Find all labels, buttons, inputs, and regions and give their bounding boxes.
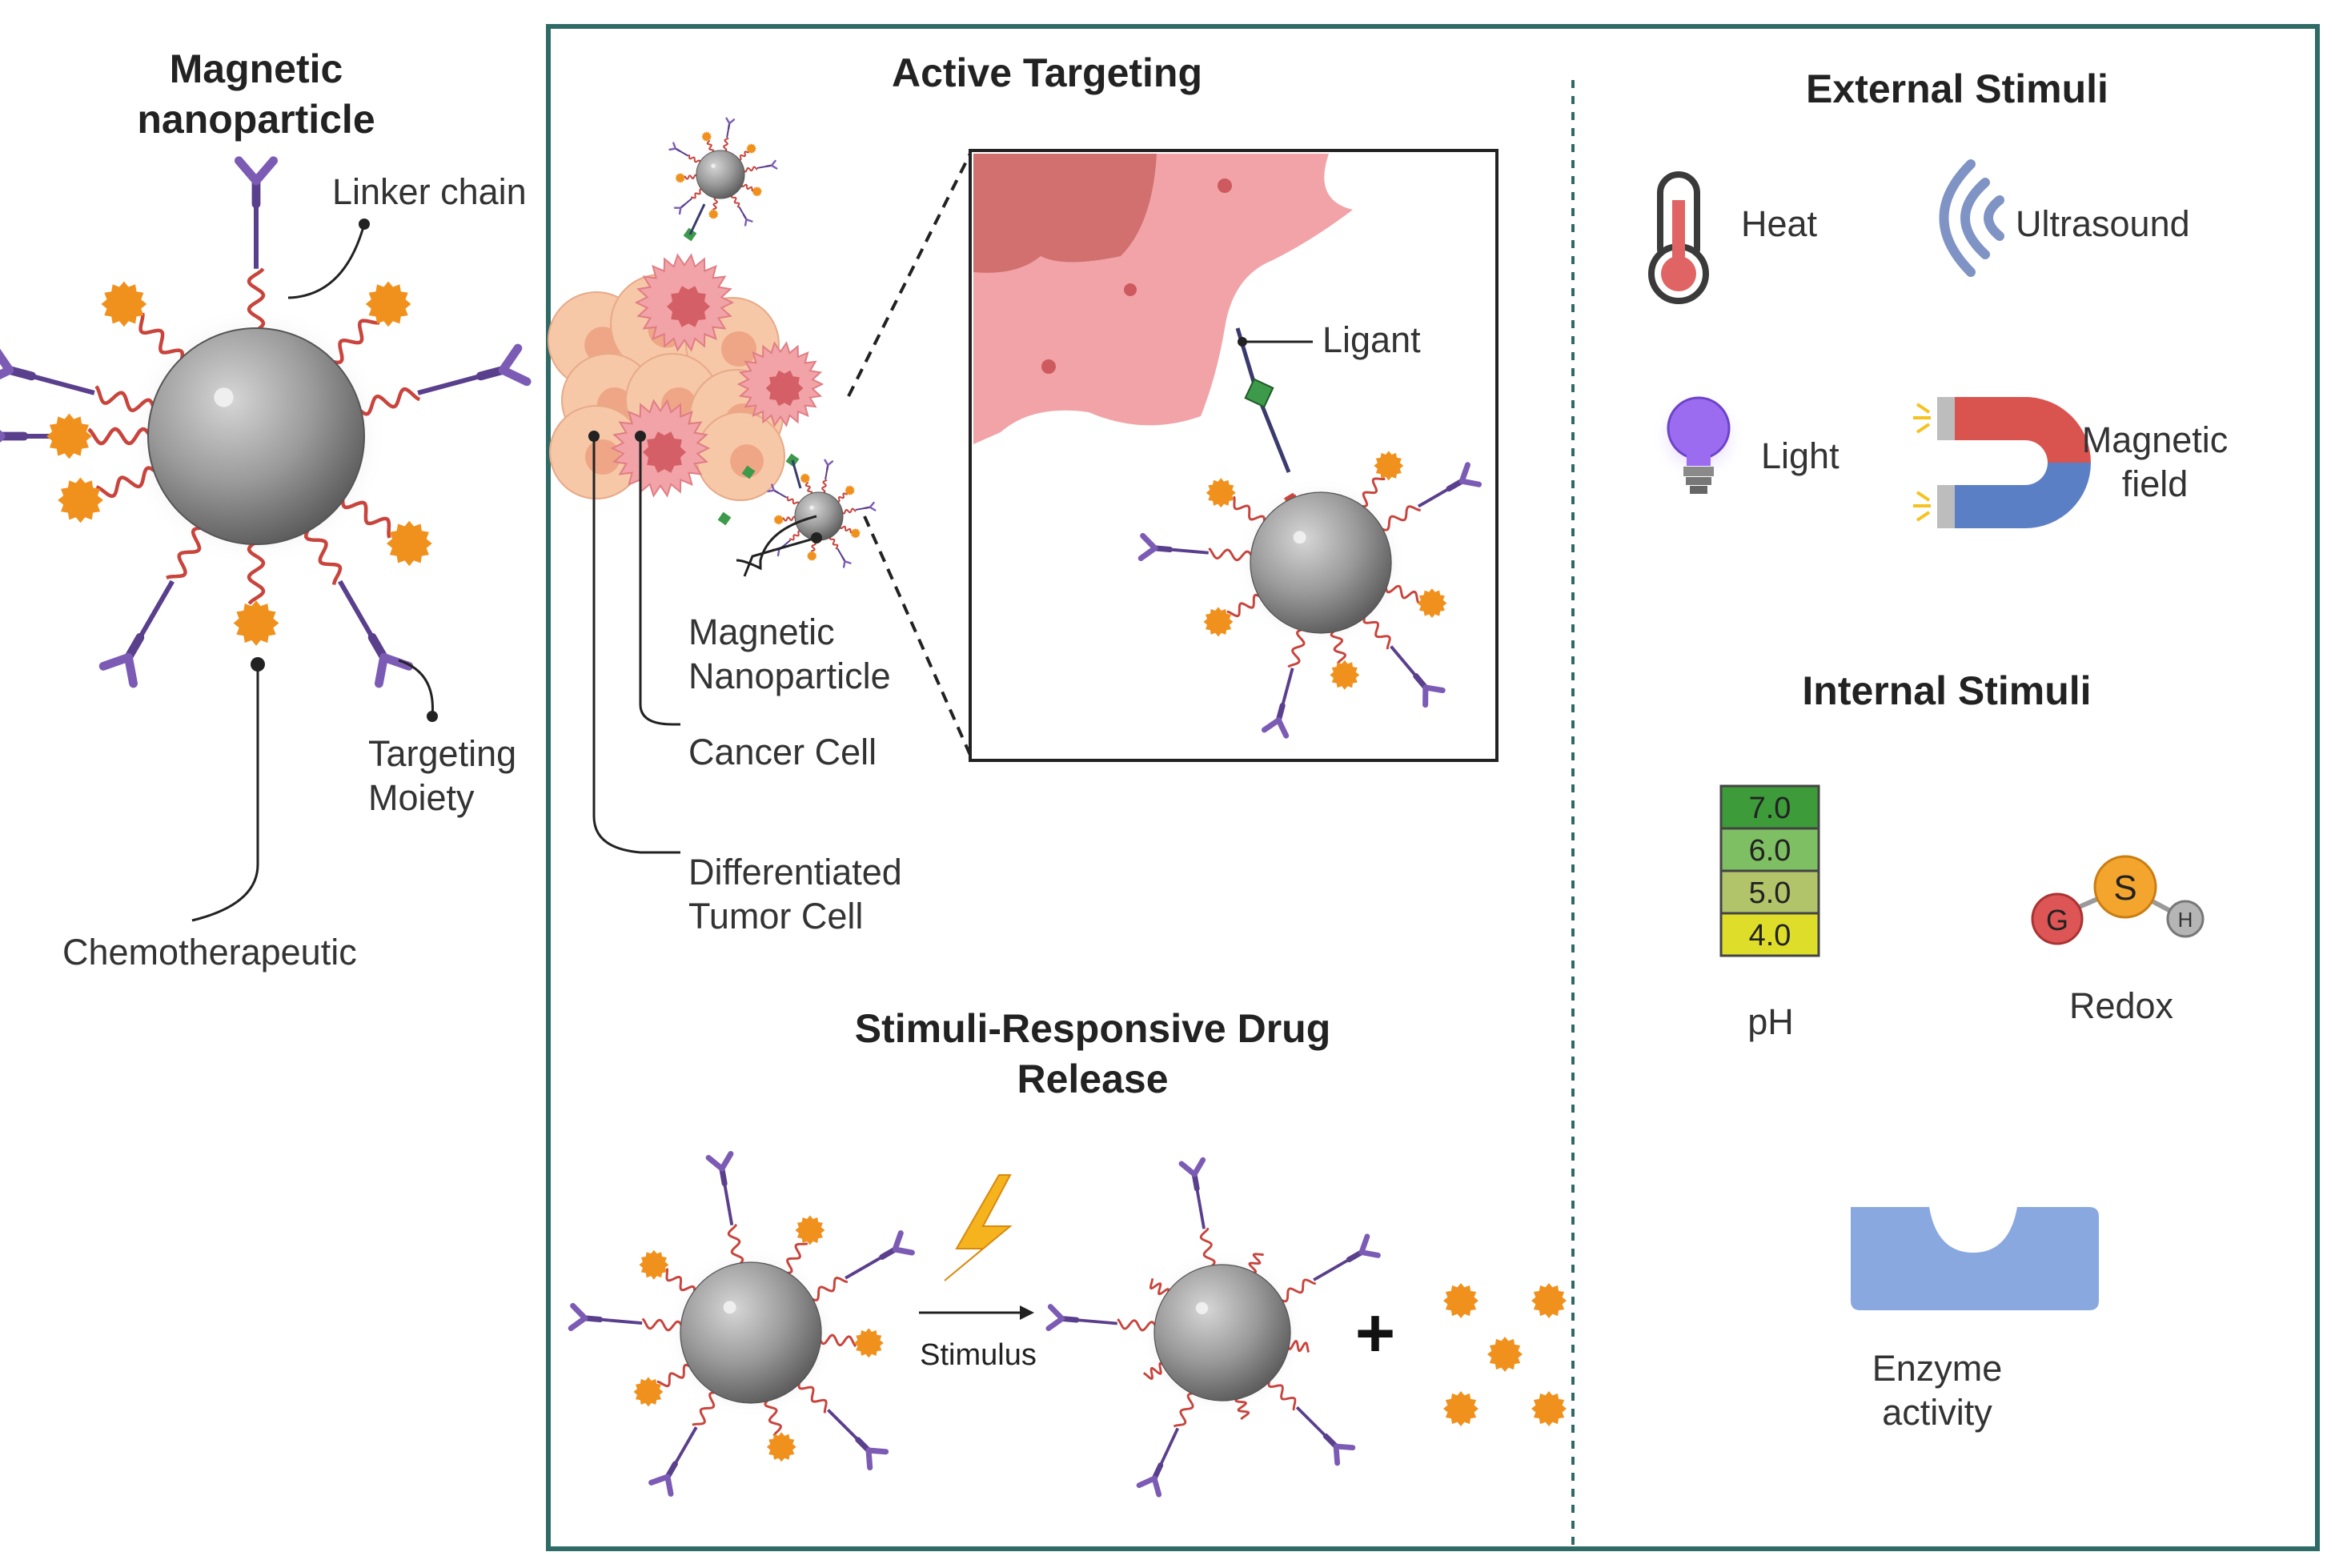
tumor-cell-cluster <box>548 203 824 526</box>
ligant-label: Ligant <box>1322 319 1421 360</box>
heat-label: Heat <box>1741 203 1818 244</box>
cancer-cell-nucleus <box>973 154 1157 273</box>
active-targeting-title: Active Targeting <box>892 50 1202 95</box>
chemotherapeutic-leader-dot <box>251 657 265 672</box>
redox-label: Redox <box>2069 985 2174 1026</box>
linker-chain-leader-dot <box>359 219 370 230</box>
zoom-line-bottom <box>863 515 974 761</box>
targeting-moiety-label-line2: Moiety <box>368 777 475 818</box>
ph-value-5-0: 5.0 <box>1749 876 1791 910</box>
targeting-moiety-leader-dot <box>427 711 438 722</box>
thermometer-icon <box>1648 171 1709 304</box>
cancer-cell-label: Cancer Cell <box>688 732 877 772</box>
ph-value-7-0: 7.0 <box>1749 792 1791 825</box>
enzyme-label-line1: Enzyme <box>1872 1348 2003 1389</box>
ligand-chain <box>1235 327 1291 473</box>
ph-label: pH <box>1747 1001 1794 1042</box>
linker-chain-label: Linker chain <box>332 171 527 212</box>
stimulus-label: Stimulus <box>920 1338 1037 1372</box>
nanoparticle-after-release <box>1045 1157 1381 1498</box>
magnetic-nanoparticle-title-line1: Magnetic <box>170 46 343 91</box>
magnetic-field-label-line2: field <box>2122 463 2189 504</box>
ph-value-4-0: 4.0 <box>1749 919 1791 952</box>
redox-molecule-icon: G S H <box>2031 855 2205 945</box>
magnetic-nanoparticle-leader-line <box>736 515 817 571</box>
external-stimuli-title: External Stimuli <box>1806 66 2108 111</box>
redox-atom-s: S <box>2113 868 2136 908</box>
external-stimuli-section: External Stimuli Heat Ultrasound Light <box>1648 66 2229 528</box>
ph-cell-6-0 <box>1719 827 1820 872</box>
targeting-moiety-label-line1: Targeting <box>368 733 516 774</box>
redox-atom-g: G <box>2046 904 2068 936</box>
nanoparticle-inset <box>1137 451 1482 739</box>
internal-stimuli-section: Internal Stimuli 7.0 6.0 5.0 4.0 pH G S H R… <box>1719 668 2205 1433</box>
main-panel-border <box>546 24 2320 1551</box>
ph-cell-4-0 <box>1719 912 1820 957</box>
ph-value-6-0: 6.0 <box>1749 834 1791 868</box>
vesicle-2 <box>1124 283 1137 296</box>
magnetic-nanoparticle-title-line2: nanoparticle <box>137 97 375 142</box>
magnetic-field-label-line1: Magnetic <box>2082 419 2229 460</box>
vesicle-1 <box>1218 178 1232 193</box>
ligant-leader-dot <box>1238 337 1247 347</box>
nanoparticle-large <box>0 156 532 688</box>
enzyme-icon <box>1851 1207 2099 1310</box>
magnetic-nanoparticle-leader-tail <box>743 536 817 577</box>
differentiated-cell-leader-dot <box>588 431 600 442</box>
enzyme-label-line2: activity <box>1882 1392 1992 1433</box>
magnetic-nanoparticle-panel: Magnetic nanoparticle Linker chain Targe… <box>0 46 532 972</box>
cancer-cell-leader-dot <box>635 431 646 442</box>
ph-scale: 7.0 6.0 5.0 4.0 <box>1719 784 1820 957</box>
plus-sign: + <box>1355 1295 1395 1372</box>
active-targeting-section: Active Targeting Ligant Magnetic Nanopar… <box>548 50 1498 936</box>
magnetic-nanoparticle-label-line1: Magnetic <box>688 612 835 652</box>
internal-stimuli-title: Internal Stimuli <box>1802 668 2091 713</box>
ph-cell-7-0 <box>1719 784 1820 830</box>
ultrasound-label: Ultrasound <box>2016 203 2190 244</box>
zoom-line-top <box>847 153 972 397</box>
nanoparticle-small-top <box>668 117 778 227</box>
nanoparticle-small-bottom <box>767 459 877 568</box>
chemotherapeutic-label: Chemotherapeutic <box>62 932 357 972</box>
lightning-bolt-icon <box>944 1174 1013 1281</box>
nanoparticle-before-release <box>568 1151 915 1497</box>
released-drug-molecules <box>1443 1283 1567 1426</box>
drug-release-section: Stimuli-Responsive Drug Release Stimulus… <box>568 1006 1567 1498</box>
chemotherapeutic-leader-line <box>191 664 259 922</box>
vesicle-3 <box>1041 359 1056 374</box>
ph-cell-5-0 <box>1719 869 1820 915</box>
light-bulb-icon <box>1651 388 1747 494</box>
redox-atom-h: H <box>2178 908 2193 932</box>
magnetic-nanoparticle-label-line2: Nanoparticle <box>688 656 891 696</box>
ultrasound-icon <box>1939 159 2004 277</box>
drug-release-title-line1: Stimuli-Responsive Drug <box>855 1006 1331 1051</box>
ligand-square <box>1244 378 1274 408</box>
zoom-inset: Ligant <box>969 149 1498 762</box>
linker-chain-leader-line <box>287 223 366 299</box>
differentiated-cell-leader-line <box>592 436 680 854</box>
differentiated-cell-label-line2: Tumor Cell <box>688 896 863 936</box>
targeting-moiety-leader-line <box>398 659 434 717</box>
light-label: Light <box>1761 435 1840 476</box>
drug-release-title-line2: Release <box>1017 1057 1168 1101</box>
stimulus-arrow-head <box>1020 1305 1034 1320</box>
differentiated-cell-label-line1: Differentiated <box>688 852 902 892</box>
cancer-cell-leader-line <box>639 436 680 726</box>
magnet-icon <box>1913 397 2091 528</box>
